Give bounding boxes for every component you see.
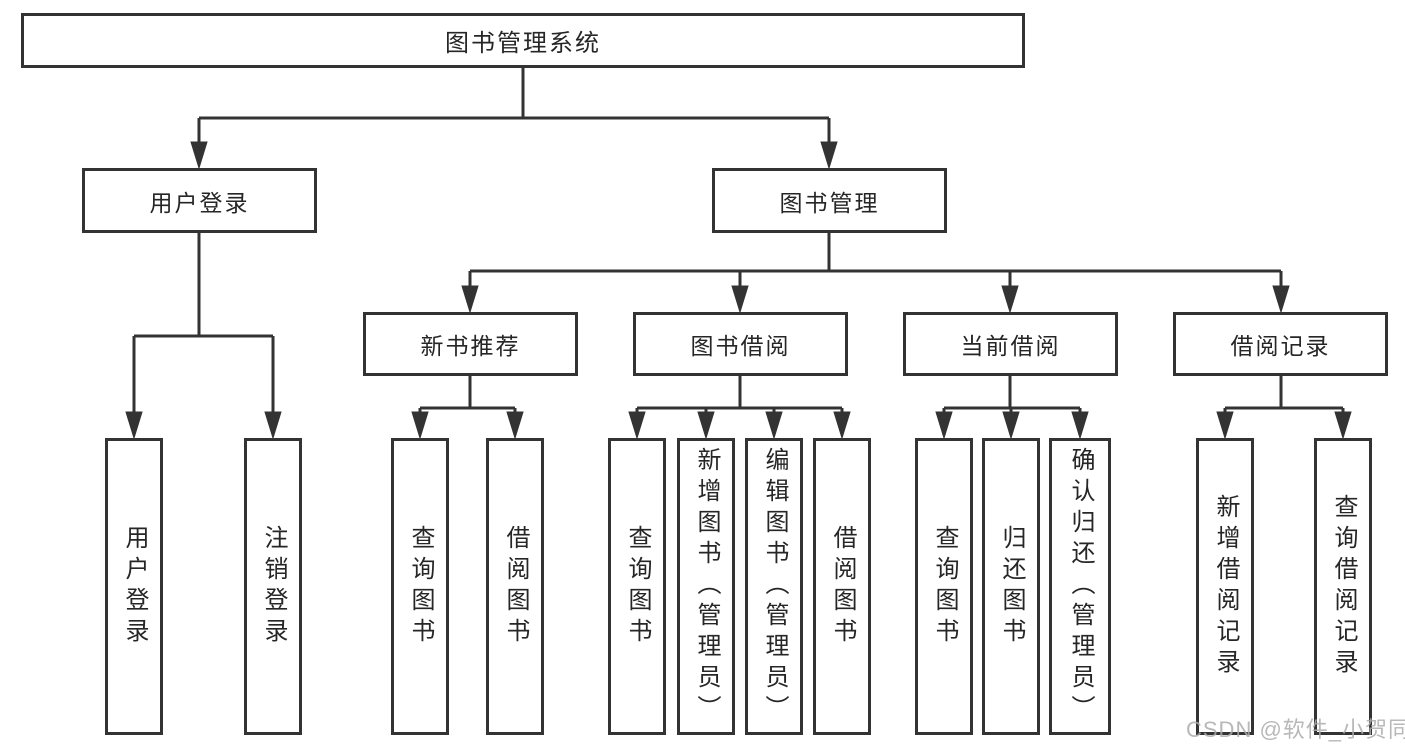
leaf-logout-login: 注销登录: [244, 438, 302, 735]
leaf-borrow-book: 借阅图书: [813, 438, 871, 735]
leaf-query-book-borrow: 查询图书: [608, 438, 666, 735]
node-label: 图书管理系统: [445, 30, 601, 57]
node-label: 编辑图书（管理员）: [761, 447, 788, 726]
node-current-borrow: 当前借阅: [903, 312, 1118, 376]
node-label: 图书管理: [779, 189, 880, 216]
node-book-borrow: 图书借阅: [633, 312, 848, 376]
leaf-add-book-admin: 新增图书（管理员）: [677, 438, 735, 735]
leaf-confirm-return-admin: 确认归还（管理员）: [1049, 438, 1111, 735]
node-label: 查询图书: [931, 524, 958, 649]
node-new-book-recommend: 新书推荐: [363, 312, 578, 376]
node-label: 借阅记录: [1230, 333, 1331, 359]
leaf-add-borrow-record: 新增借阅记录: [1196, 438, 1254, 735]
node-label: 查询借阅记录: [1330, 493, 1357, 680]
leaf-user-login: 用户登录: [105, 438, 163, 735]
node-label: 新增借阅记录: [1212, 493, 1239, 680]
node-root-system: 图书管理系统: [21, 13, 1025, 68]
node-label: 归还图书: [998, 524, 1025, 649]
node-user-login: 用户登录: [82, 168, 317, 233]
node-label: 借阅图书: [502, 524, 529, 649]
leaf-edit-book-admin: 编辑图书（管理员）: [745, 438, 803, 735]
node-label: 图书借阅: [690, 333, 791, 359]
node-label: 借阅图书: [829, 524, 856, 649]
leaf-borrow-book-recommend: 借阅图书: [486, 438, 544, 735]
node-label: 当前借阅: [960, 333, 1061, 359]
node-label: 确认归还（管理员）: [1067, 447, 1094, 726]
node-label: 新书推荐: [420, 333, 521, 359]
leaf-query-book-recommend: 查询图书: [391, 438, 449, 735]
leaf-query-borrow-record: 查询借阅记录: [1314, 438, 1372, 735]
leaf-query-book-current: 查询图书: [915, 438, 973, 735]
leaf-return-book: 归还图书: [982, 438, 1040, 735]
node-label: 用户登录: [149, 189, 250, 216]
node-borrow-record: 借阅记录: [1173, 312, 1388, 376]
csdn-watermark: CSDN @软件_小贺同学: [1186, 717, 1405, 742]
node-book-management: 图书管理: [712, 168, 947, 233]
node-label: 查询图书: [407, 524, 434, 649]
node-label: 注销登录: [260, 524, 287, 649]
node-label: 用户登录: [121, 524, 148, 649]
node-label: 查询图书: [624, 524, 651, 649]
node-label: 新增图书（管理员）: [693, 447, 720, 726]
